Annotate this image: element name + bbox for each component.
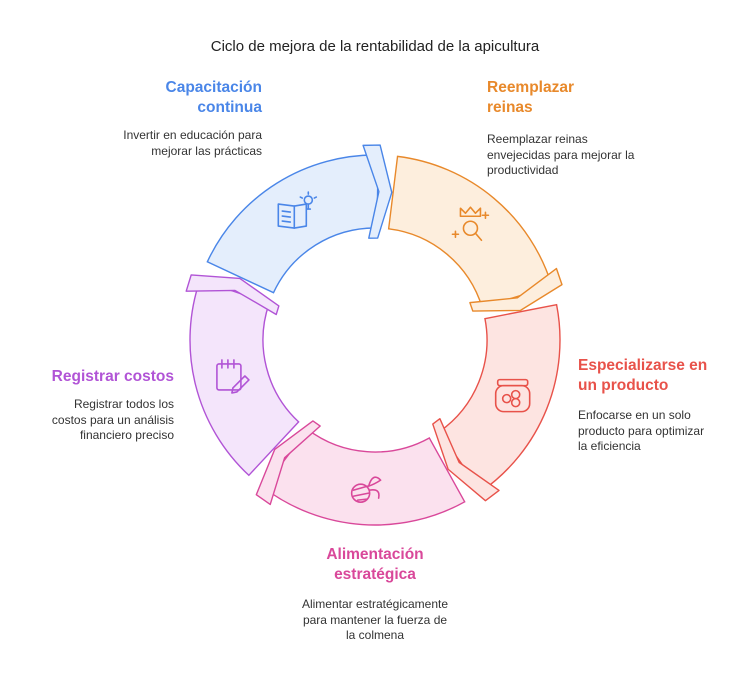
- stage-desc-reemplazar-reinas: Reemplazar reinas envejecidas para mejor…: [487, 132, 635, 177]
- calendar-edit-icon: [216, 359, 250, 394]
- ring-connector-1: [469, 267, 563, 312]
- stage-title-reemplazar-reinas: Reemplazar reinas: [487, 79, 575, 116]
- stage-desc-registrar-costos: Registrar todos los costos para un análi…: [51, 397, 174, 442]
- ring-segment-1: [387, 155, 553, 309]
- diagram-title: Ciclo de mejora de la rentabilidad de la…: [210, 38, 540, 55]
- ring-connector-5: [362, 144, 393, 239]
- stage-title-capacitacion: Capacitación continua: [165, 79, 262, 116]
- stage-title-alimentacion: Alimentación estratégica: [326, 546, 424, 583]
- honey-jar-icon: [494, 378, 531, 413]
- stage-desc-capacitacion: Invertir en educación para mejorar las p…: [123, 128, 262, 158]
- ring-segment-5: [206, 154, 379, 294]
- ring-connector-4: [185, 274, 280, 316]
- bee-icon: [350, 476, 382, 503]
- stage-title-registrar-costos: Registrar costos: [51, 368, 174, 385]
- stage-title-especializarse: Especializarse en un producto: [578, 357, 708, 394]
- stage-desc-especializarse: Enfocarse en un solo producto para optim…: [578, 408, 705, 453]
- ring-connector-2: [432, 418, 500, 502]
- stage-desc-alimentacion: Alimentar estratégicamente para mantener…: [301, 597, 449, 642]
- cycle-icons: [216, 191, 531, 503]
- queen-icon: [451, 206, 490, 242]
- cycle-ring: [185, 144, 563, 526]
- ring-connector-3: [255, 420, 321, 506]
- book-idea-icon: [277, 191, 318, 229]
